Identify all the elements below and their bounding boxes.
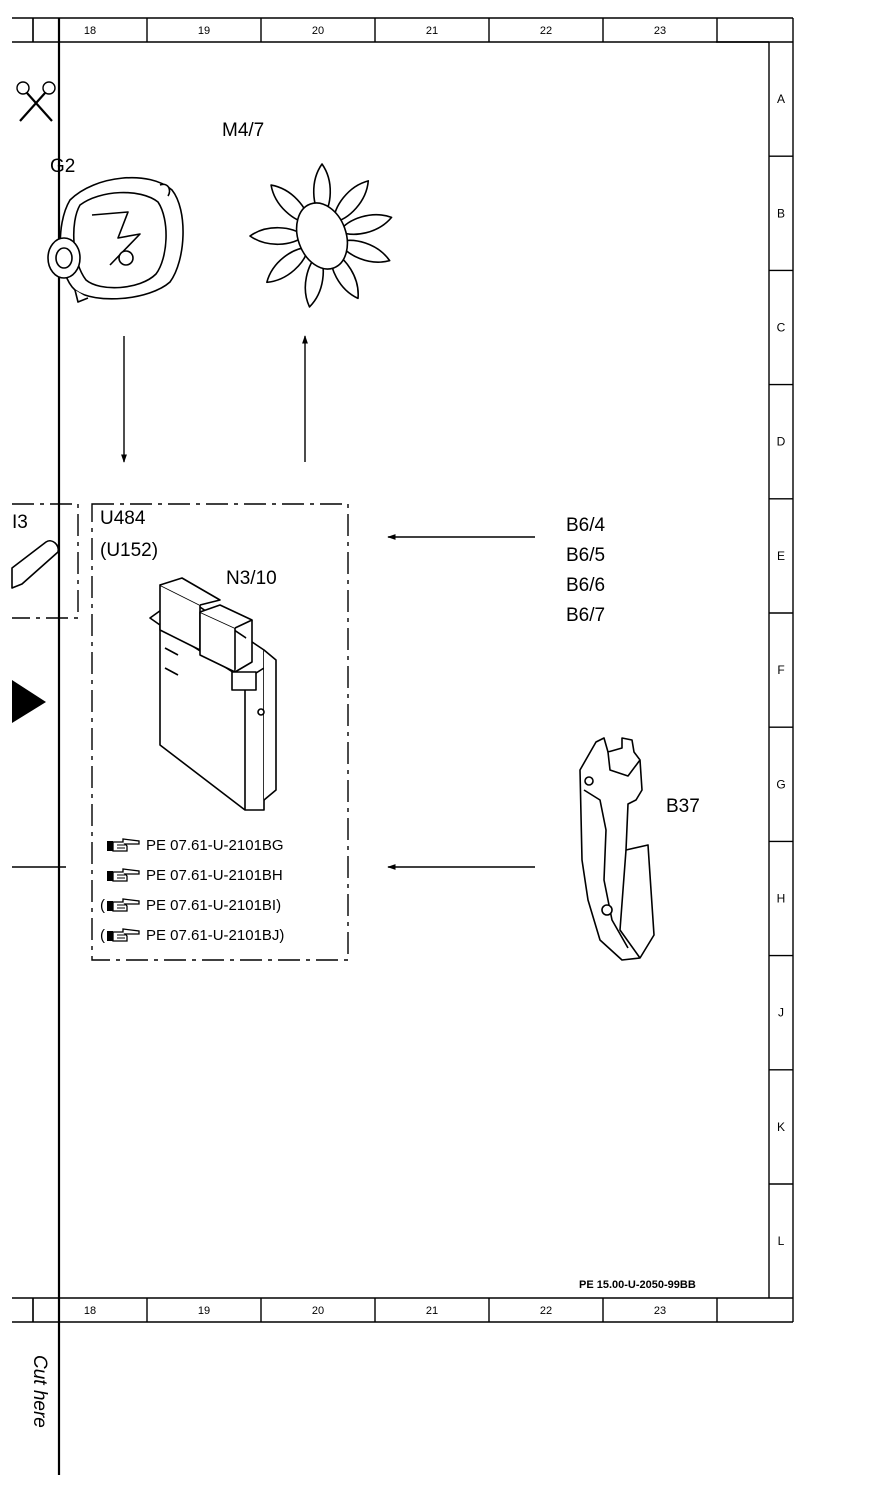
- fan-drawing: [249, 163, 393, 308]
- fan-blade: [338, 239, 391, 263]
- cut-here-label: Cut here: [29, 1355, 50, 1428]
- column-number: 22: [540, 1305, 552, 1317]
- label-module-group: U484: [100, 508, 146, 529]
- sheet-frame: [12, 17, 794, 1475]
- pedal-sensor-drawing: [579, 737, 655, 961]
- sensor-label: B6/6: [566, 575, 605, 596]
- alternator-drawing: [47, 176, 184, 303]
- row-letter: F: [777, 663, 784, 677]
- control-unit-drawing: [149, 577, 277, 811]
- column-header-bottom: 18 19 20 21 22 23: [32, 1298, 718, 1322]
- reference-item: ( PE 07.61-U-2101BJ): [100, 927, 284, 944]
- partial-component-box: [11, 503, 79, 619]
- pointing-hand-icon: [107, 898, 140, 912]
- column-number: 21: [426, 25, 438, 37]
- sensor-label: B6/4: [566, 515, 606, 536]
- row-letter: E: [777, 549, 785, 563]
- label-alternator: G2: [50, 156, 75, 177]
- pointing-hand-icon: [107, 928, 140, 942]
- row-letter: B: [777, 206, 785, 220]
- label-partial-component: I3: [12, 512, 28, 533]
- column-number: 19: [198, 1305, 210, 1317]
- reference-text: PE 07.61-U-2101BG: [146, 837, 284, 854]
- fan-blade: [332, 180, 370, 224]
- column-header-top: 18 19 20 21 22 23: [32, 18, 718, 42]
- module-group-box: [91, 503, 349, 961]
- column-number: 23: [654, 25, 666, 37]
- document-number: PE 15.00-U-2050-99BB: [579, 1279, 696, 1291]
- pointing-hand-icon: [107, 868, 140, 882]
- reference-prefix: (: [100, 897, 105, 914]
- column-number: 18: [84, 1305, 96, 1317]
- column-number: 20: [312, 1305, 324, 1317]
- sensor-label: B6/5: [566, 545, 605, 566]
- sensor-label-list: B6/4B6/5B6/6B6/7: [566, 515, 606, 626]
- pointing-hand-icon: [107, 838, 140, 852]
- fan-blade: [249, 226, 305, 246]
- row-letter: D: [777, 435, 786, 449]
- reference-text: PE 07.61-U-2101BJ): [146, 927, 284, 944]
- reference-prefix: (: [100, 927, 105, 944]
- sensor-label: B6/7: [566, 605, 605, 626]
- reference-list: PE 07.61-U-2101BG PE 07.61-U-2101BH ( PE 07…: [100, 837, 284, 944]
- reference-item: PE 07.61-U-2101BG: [107, 837, 284, 854]
- row-letter: C: [777, 321, 786, 335]
- row-letter: A: [777, 92, 785, 106]
- column-number: 21: [426, 1305, 438, 1317]
- reference-text: PE 07.61-U-2101BH: [146, 867, 283, 884]
- column-number: 18: [84, 25, 96, 37]
- reference-item: ( PE 07.61-U-2101BI): [100, 897, 281, 914]
- arrow-right-triangle-icon: [12, 680, 46, 723]
- reference-item: PE 07.61-U-2101BH: [107, 867, 283, 884]
- label-module-group-alt: (U152): [100, 540, 158, 561]
- fan-blade: [266, 246, 310, 284]
- scissors-icon: [16, 81, 56, 122]
- label-pedal-sensor: B37: [666, 796, 700, 817]
- row-letter: H: [777, 892, 786, 906]
- reference-text: PE 07.61-U-2101BI): [146, 897, 281, 914]
- column-number: 19: [198, 25, 210, 37]
- column-number: 20: [312, 25, 324, 37]
- label-fan-motor: M4/7: [222, 120, 264, 141]
- fan-blade: [338, 213, 393, 235]
- fan-hub: [295, 202, 349, 270]
- row-header-right: A B C D E F G H J K L: [769, 92, 793, 1248]
- column-number: 23: [654, 1305, 666, 1317]
- row-letter: K: [777, 1120, 785, 1134]
- row-letter: L: [778, 1234, 785, 1248]
- row-letter: G: [776, 777, 785, 791]
- row-letter: J: [778, 1006, 784, 1020]
- label-control-unit: N3/10: [226, 568, 277, 589]
- column-number: 22: [540, 25, 552, 37]
